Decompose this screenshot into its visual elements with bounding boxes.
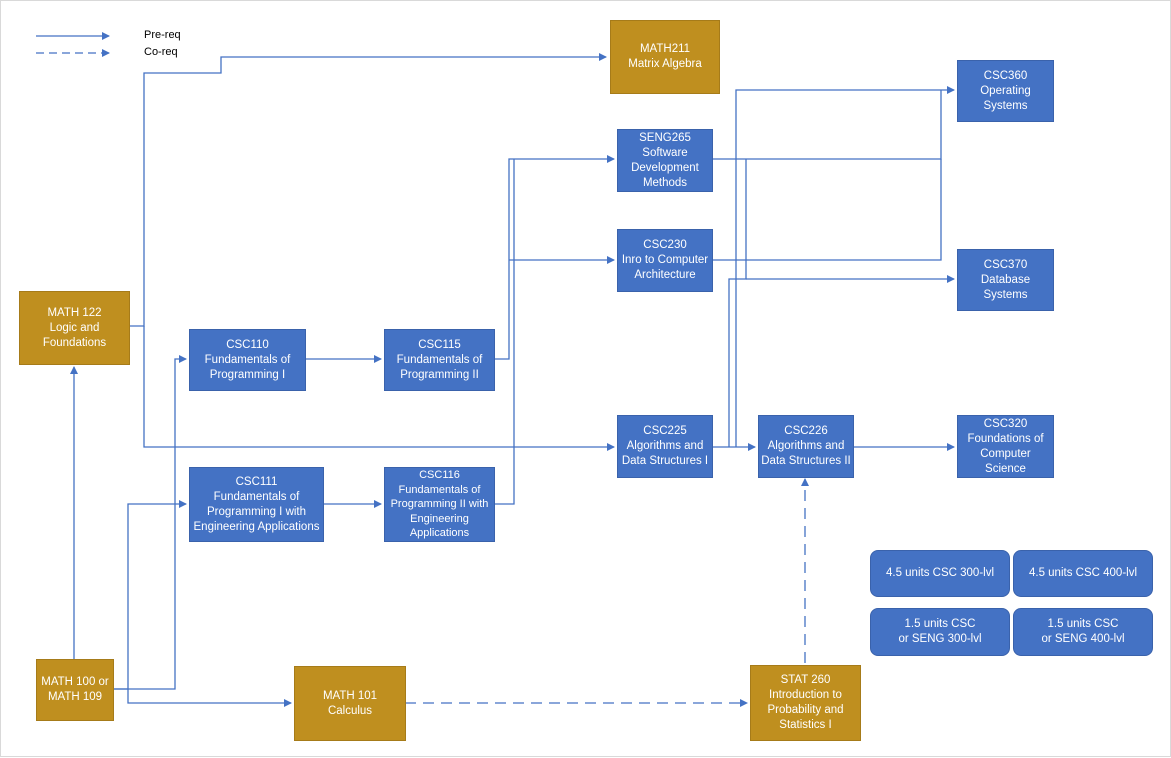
course-title: Foundations of bbox=[967, 432, 1044, 445]
elective-csc-300-level[interactable]: 4.5 units CSC 300-lvl bbox=[870, 550, 1010, 597]
course-title: Architecture bbox=[634, 269, 696, 281]
course-code: CSC110 bbox=[226, 338, 269, 351]
arrow-math122-csc225 bbox=[143, 326, 615, 451]
course-title: Calculus bbox=[327, 704, 373, 717]
course-title: Science bbox=[985, 462, 1026, 475]
course-stat260[interactable]: STAT 260 Introduction to Probability and… bbox=[750, 665, 861, 741]
course-title: Foundations bbox=[42, 336, 107, 349]
course-code: CSC360 bbox=[983, 69, 1028, 82]
course-title: Methods bbox=[642, 176, 688, 189]
elective-label: 4.5 units CSC 400-lvl bbox=[1028, 567, 1138, 579]
arrow-csc230-csc360 bbox=[713, 159, 942, 261]
course-title: Programming II bbox=[400, 368, 479, 381]
course-code: CSC111 bbox=[235, 475, 278, 488]
course-csc116[interactable]: CSC116 Fundamentals of Programming II wi… bbox=[384, 467, 495, 542]
course-csc225[interactable]: CSC225 Algorithms and Data Structures I bbox=[617, 415, 713, 478]
course-title: Algorithms and bbox=[626, 440, 704, 452]
course-seng265[interactable]: SENG265 Software Development Methods bbox=[617, 129, 713, 192]
arrow-csc225-csc360 bbox=[728, 159, 747, 447]
course-title: Systems bbox=[983, 99, 1028, 112]
course-title: Operating bbox=[980, 84, 1031, 97]
elective-label: 1.5 units CSC bbox=[904, 618, 976, 630]
course-code: CSC225 bbox=[643, 425, 687, 437]
arrow-math122-math211 bbox=[129, 53, 607, 327]
course-title: Applications bbox=[409, 527, 470, 540]
elective-label: 4.5 units CSC 300-lvl bbox=[885, 567, 995, 579]
course-title: Computer bbox=[980, 447, 1031, 460]
course-title: Database bbox=[980, 273, 1031, 286]
elective-csc-seng-400-level[interactable]: 1.5 units CSC or SENG 400-lvl bbox=[1013, 608, 1153, 656]
course-code: CSC370 bbox=[983, 258, 1028, 271]
course-title: Fundamentals of bbox=[396, 353, 483, 366]
course-math122[interactable]: MATH 122 Logic and Foundations bbox=[19, 291, 130, 365]
course-csc370[interactable]: CSC370 Database Systems bbox=[957, 249, 1054, 311]
course-code: MATH 100 or bbox=[41, 676, 109, 688]
course-title: Fundamentals of bbox=[204, 353, 291, 366]
elective-csc-seng-300-level[interactable]: 1.5 units CSC or SENG 300-lvl bbox=[870, 608, 1010, 656]
arrow-csc225-csc370 bbox=[735, 86, 955, 447]
course-code: STAT 260 bbox=[780, 674, 831, 686]
elective-label: or SENG 300-lvl bbox=[898, 633, 982, 645]
course-math100[interactable]: MATH 100 or MATH 109 bbox=[36, 659, 114, 721]
course-code: CSC320 bbox=[983, 417, 1028, 430]
course-title: Introduction to bbox=[769, 689, 842, 701]
course-code: MATH 101 bbox=[322, 689, 378, 702]
course-code: MATH211 bbox=[639, 43, 691, 55]
course-code: CSC226 bbox=[784, 425, 828, 437]
arrow-math100-csc110 bbox=[113, 355, 187, 690]
course-title: Engineering Applications bbox=[193, 520, 320, 533]
course-code: MATH 109 bbox=[47, 691, 103, 703]
course-math101[interactable]: MATH 101 Calculus bbox=[294, 666, 406, 741]
course-title: Programming I bbox=[209, 368, 286, 381]
arrow-csc116-seng265 bbox=[494, 159, 515, 505]
course-code: MATH 122 bbox=[47, 306, 102, 319]
course-title: Data Structures I bbox=[621, 455, 709, 467]
course-math211[interactable]: MATH211 Matrix Algebra bbox=[610, 20, 720, 94]
course-title: Systems bbox=[983, 288, 1028, 301]
course-title: Development bbox=[631, 161, 699, 174]
course-csc320[interactable]: CSC320 Foundations of Computer Science bbox=[957, 415, 1054, 478]
arrow-math100-math101 bbox=[127, 689, 292, 707]
course-title: Fundamentals of bbox=[398, 483, 481, 496]
course-csc360[interactable]: CSC360 Operating Systems bbox=[957, 60, 1054, 122]
course-title: Probability and bbox=[767, 704, 844, 716]
course-title: Engineering bbox=[410, 512, 469, 525]
course-title: Statistics I bbox=[779, 719, 832, 731]
course-title: Software bbox=[642, 146, 688, 159]
elective-label: or SENG 400-lvl bbox=[1041, 633, 1125, 645]
course-csc111[interactable]: CSC111 Fundamentals of Programming I wit… bbox=[189, 467, 324, 542]
course-csc230[interactable]: CSC230 Inro to Computer Architecture bbox=[617, 229, 713, 292]
arrow-seng265-csc360 bbox=[713, 90, 942, 160]
course-title: Data Structures II bbox=[761, 455, 851, 467]
course-csc115[interactable]: CSC115 Fundamentals of Programming II bbox=[384, 329, 495, 391]
course-title: Matrix Algebra bbox=[628, 58, 702, 70]
course-title: Algorithms and bbox=[767, 440, 845, 452]
arrow-csc115-seng265 bbox=[494, 155, 615, 360]
course-title: Logic and bbox=[49, 321, 100, 334]
elective-label: 1.5 units CSC bbox=[1047, 618, 1119, 630]
course-code: CSC230 bbox=[643, 239, 687, 251]
legend-prereq-label: Pre-req bbox=[144, 29, 181, 41]
course-code: SENG265 bbox=[639, 131, 691, 144]
course-title: Programming II with bbox=[390, 498, 489, 511]
course-csc226[interactable]: CSC226 Algorithms and Data Structures II bbox=[758, 415, 854, 478]
elective-csc-400-level[interactable]: 4.5 units CSC 400-lvl bbox=[1013, 550, 1153, 597]
course-title: Fundamentals of bbox=[213, 490, 300, 503]
legend-coreq-label: Co-req bbox=[144, 46, 178, 58]
course-title: Programming I with bbox=[206, 505, 307, 518]
arrow-math100-csc111 bbox=[113, 500, 187, 690]
course-code: CSC115 bbox=[418, 338, 461, 351]
course-csc110[interactable]: CSC110 Fundamentals of Programming I bbox=[189, 329, 306, 391]
course-title: Inro to Computer bbox=[621, 254, 709, 266]
course-code: CSC116 bbox=[419, 469, 460, 482]
